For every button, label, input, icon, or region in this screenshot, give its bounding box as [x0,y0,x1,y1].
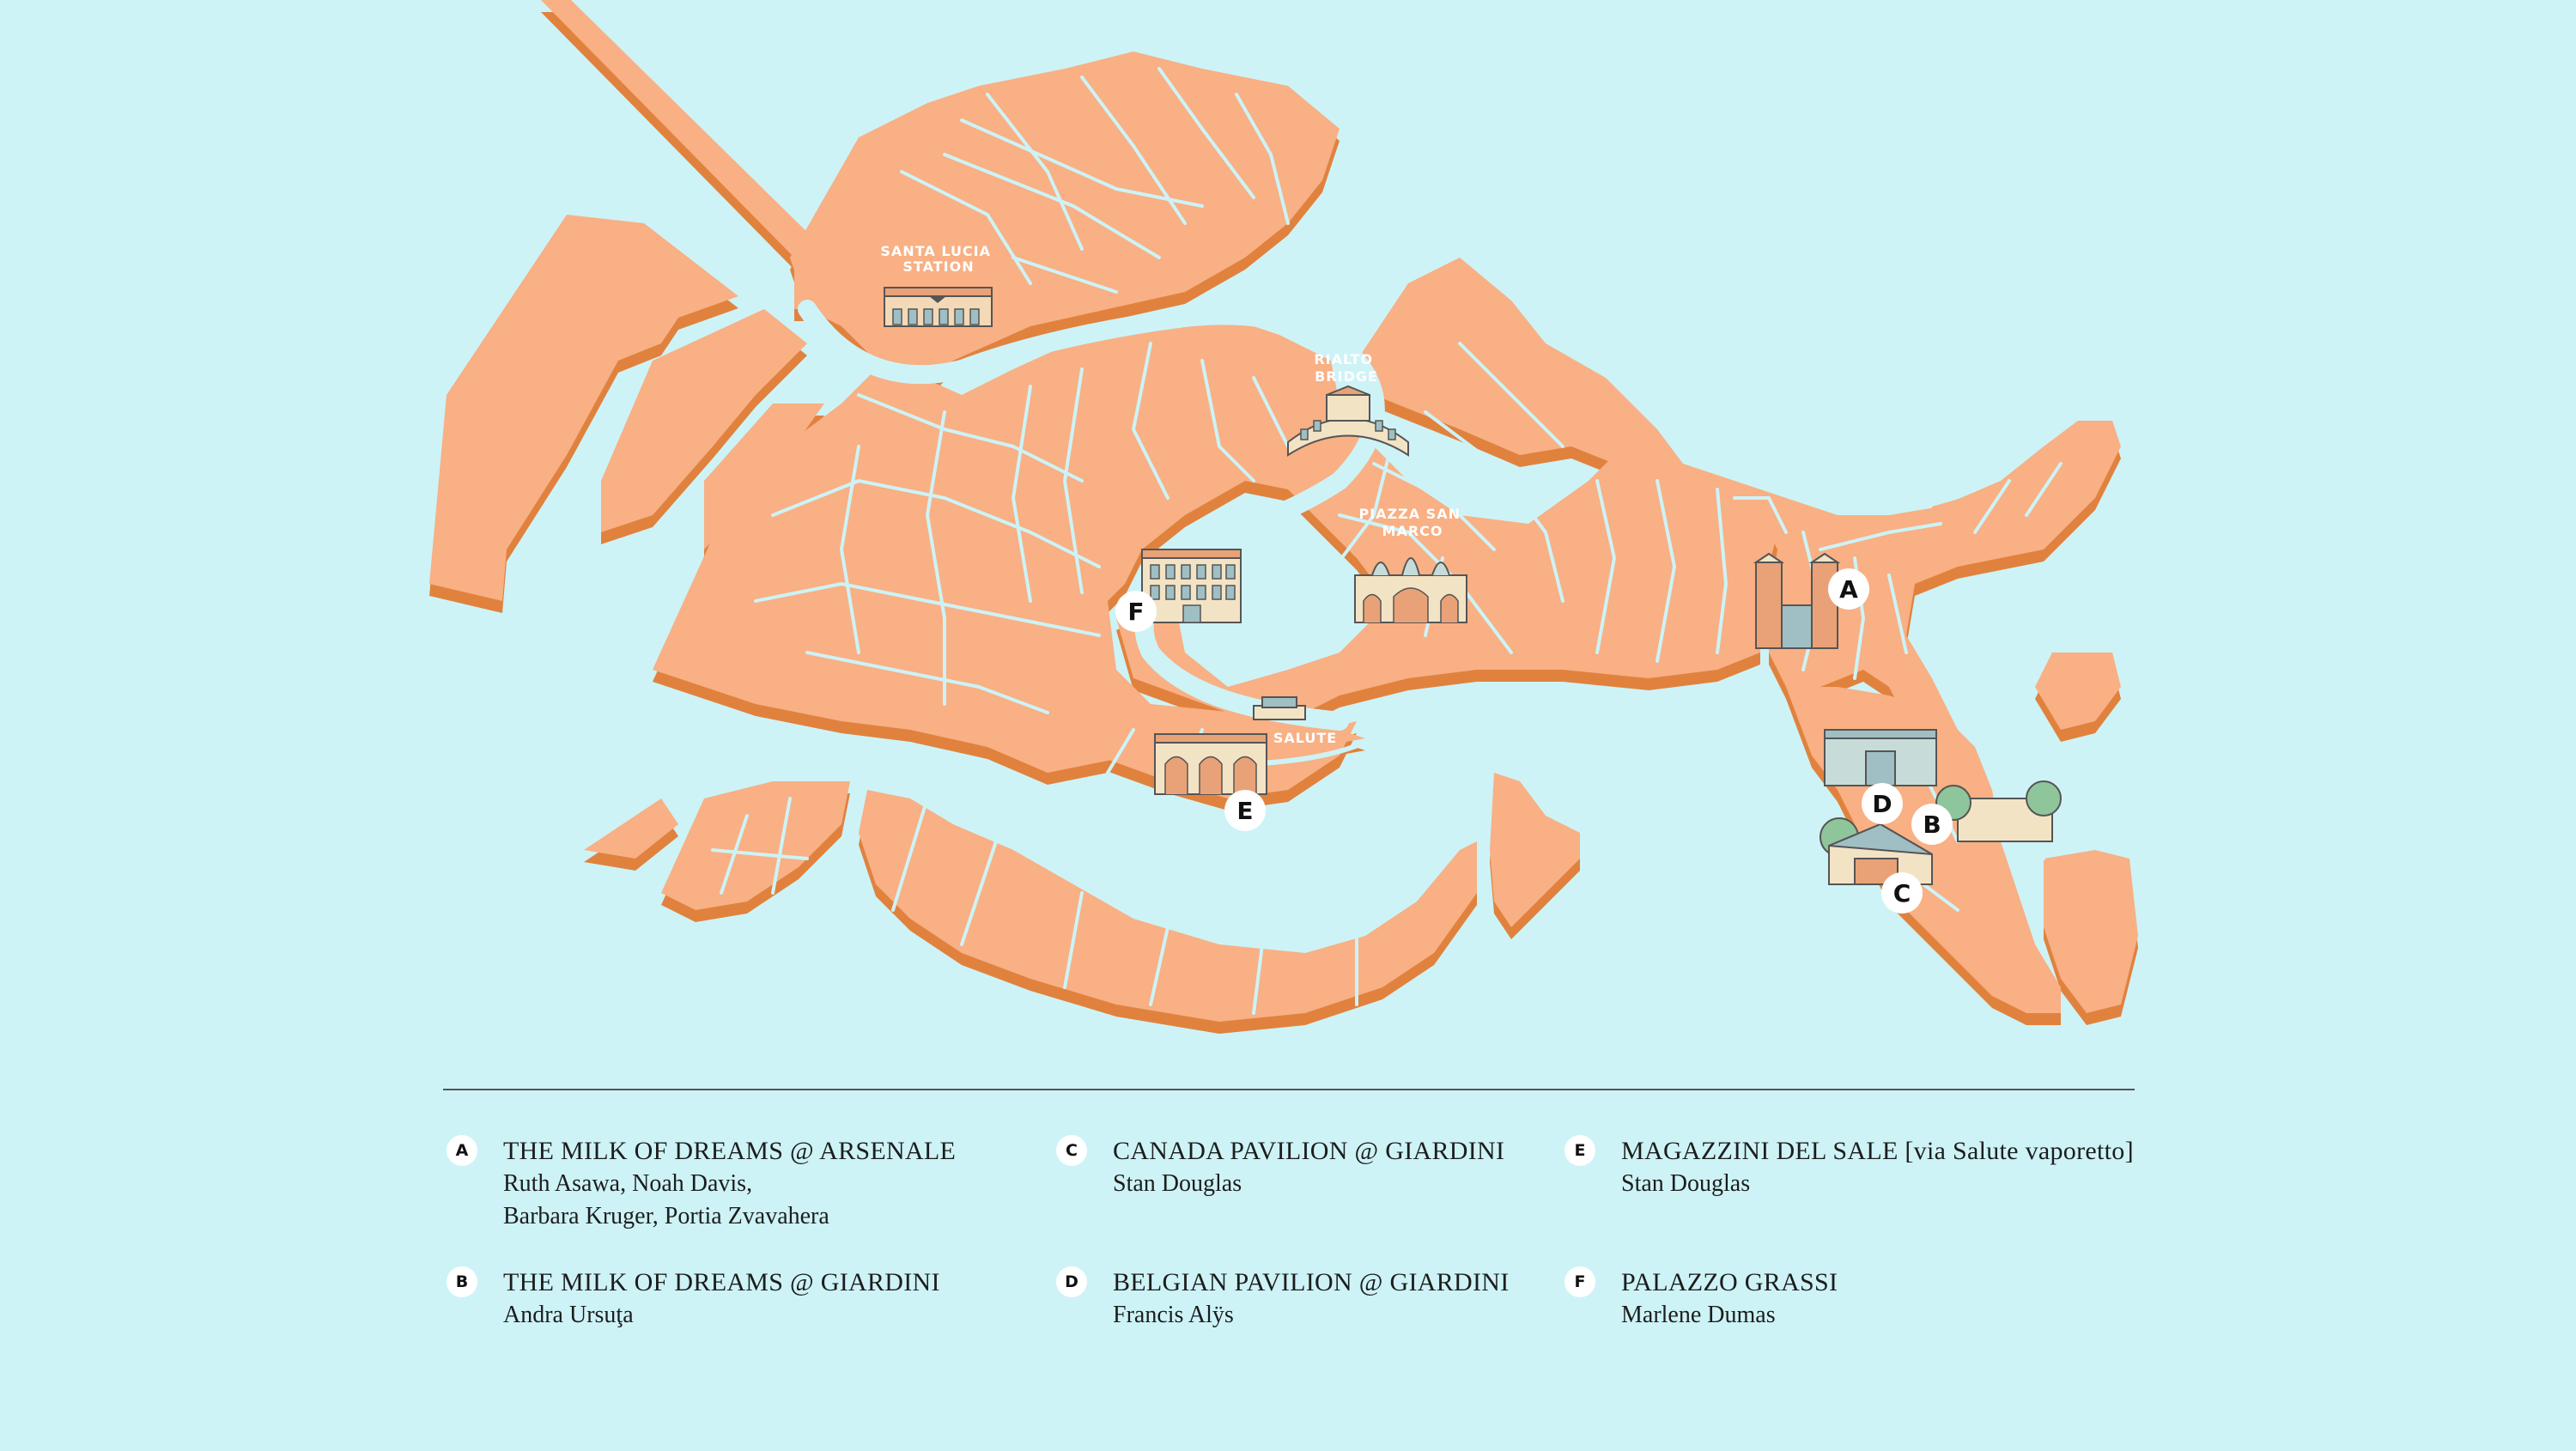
legend-item-e[interactable]: E MAGAZZINI DEL SALE [via Salute vaporet… [1564,1135,2171,1200]
legend-title-f: PALAZZO GRASSI [1621,1268,1838,1296]
legend-item-c[interactable]: C CANADA PAVILION @ GIARDINI Stan Dougla… [1056,1135,1645,1200]
pin-c[interactable]: C [1881,872,1923,914]
legend-title-b: THE MILK OF DREAMS @ GIARDINI [503,1268,940,1296]
legend-artists-a-1: Ruth Asawa, Noah Davis, [503,1170,753,1197]
pin-f-letter: F [1127,598,1144,626]
legend-badge-b: B [447,1266,477,1297]
legend-item-b[interactable]: B THE MILK OF DREAMS @ GIARDINI Andra Ur… [447,1266,1036,1332]
legend-artists-b-1: Andra Ursuţa [503,1302,634,1328]
rialto-bridge-icon [1287,385,1409,457]
legend-item-f[interactable]: F PALAZZO GRASSI Marlene Dumas [1564,1266,2154,1332]
piazza-label-line1: PIAZZA SAN [1358,506,1461,522]
legend-badge-d: D [1056,1266,1087,1297]
station-label-line2: STATION [902,258,974,275]
rialto-label: RIALTO BRIDGE [1314,351,1378,385]
pin-a[interactable]: A [1828,568,1869,610]
pin-e-letter: E [1236,797,1253,825]
station-label-line1: SANTA LUCIA [880,243,991,259]
vaporetto-icon [1253,696,1306,720]
pin-b-letter: B [1923,810,1941,839]
legend-artists-e-1: Stan Douglas [1621,1170,1751,1197]
station-label: SANTA LUCIA STATION [880,243,996,275]
legend-title-c: CANADA PAVILION @ GIARDINI [1113,1137,1505,1165]
pin-b[interactable]: B [1911,804,1953,845]
giardini-pavilion-icon [1935,780,2062,842]
legend-badge-c: C [1056,1135,1087,1166]
legend-artists-f-1: Marlene Dumas [1621,1302,1776,1328]
legend-title-e: MAGAZZINI DEL SALE [via Salute vaporetto… [1621,1137,2134,1165]
rialto-label-line1: RIALTO [1314,351,1373,367]
legend-artists-a-2: Barbara Kruger, Portia Zvavahera [503,1203,829,1229]
rialto-label-line2: BRIDGE [1315,368,1378,385]
pin-c-letter: C [1893,879,1911,908]
pin-a-letter: A [1839,575,1858,604]
palazzo-grassi-icon [1141,549,1242,623]
salute-label: SALUTE [1273,730,1337,746]
station-icon [884,287,993,327]
magazzini-del-sale-icon [1154,733,1267,795]
pin-e[interactable]: E [1224,790,1266,831]
canada-pavilion-icon [1820,817,1933,885]
legend-badge-e: E [1564,1135,1595,1166]
legend-artists-c-1: Stan Douglas [1113,1170,1242,1197]
san-marco-icon [1354,557,1467,623]
belgian-pavilion-icon [1824,729,1937,786]
legend-badge-f: F [1564,1266,1595,1297]
legend-artists-d-1: Francis Alÿs [1113,1302,1234,1328]
pin-f[interactable]: F [1115,591,1157,632]
legend-item-a[interactable]: A THE MILK OF DREAMS @ ARSENALE Ruth Asa… [447,1135,1036,1233]
pin-d[interactable]: D [1862,783,1903,824]
legend-divider [443,1089,2135,1090]
venice-map: SANTA LUCIA STATION RIALTO BRIDGE PIAZZA… [429,0,2138,1034]
canal-network [711,67,2063,1015]
piazza-label: PIAZZA SAN MARCO [1358,506,1466,539]
legend-title-a: THE MILK OF DREAMS @ ARSENALE [503,1137,957,1165]
piazza-label-line2: MARCO [1382,523,1443,539]
legend-item-d[interactable]: D BELGIAN PAVILION @ GIARDINI Francis Al… [1056,1266,1645,1332]
grand-canal [798,300,1385,731]
arsenale-icon [1753,552,1841,649]
pin-d-letter: D [1872,790,1892,818]
legend-badge-a: A [447,1135,477,1166]
legend-title-d: BELGIAN PAVILION @ GIARDINI [1113,1268,1510,1296]
